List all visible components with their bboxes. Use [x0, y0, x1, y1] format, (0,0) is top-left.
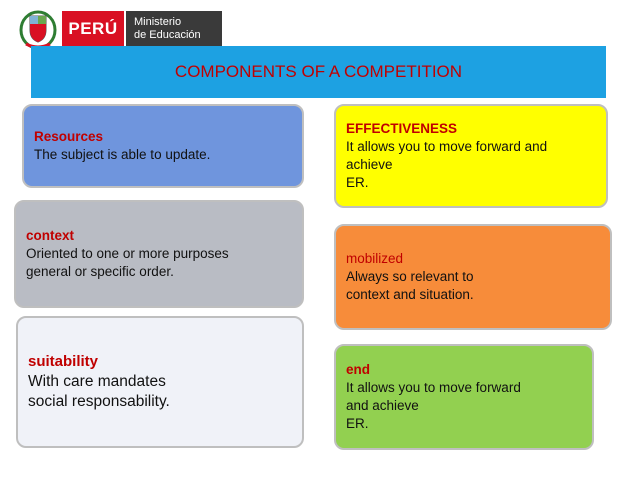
country-label: PERÚ: [62, 11, 124, 47]
box-effectiveness: EFFECTIVENESS It allows you to move forw…: [334, 104, 608, 208]
box-heading: Resources: [34, 129, 104, 144]
box-context: context Oriented to one or more purposes…: [14, 200, 304, 308]
header-logo: PERÚ Ministerio de Educación: [18, 8, 222, 50]
box-resources: Resources The subject is able to update.: [22, 104, 304, 188]
box-text: Always so relevant to context and situat…: [346, 269, 474, 302]
box-heading: EFFECTIVENESS: [346, 121, 458, 136]
box-text: It allows you to move forward and achiev…: [346, 139, 548, 190]
title-banner: COMPONENTS OF A COMPETITION: [31, 46, 606, 98]
box-heading: context: [26, 228, 75, 243]
box-heading: mobilized: [346, 251, 404, 266]
ministry-line1: Ministerio: [134, 16, 182, 28]
box-end: end It allows you to move forward and ac…: [334, 344, 594, 450]
coat-of-arms-icon: [19, 10, 57, 50]
box-suitability: suitability With care mandates social re…: [16, 316, 304, 448]
box-text: The subject is able to update.: [34, 147, 211, 162]
box-heading: suitability: [28, 353, 99, 370]
ministry-label: Ministerio de Educación: [126, 11, 222, 47]
box-heading: end: [346, 362, 371, 377]
ministry-line2: de Educación: [134, 29, 201, 41]
box-text: With care mandates social responsability…: [28, 373, 170, 410]
page-title: COMPONENTS OF A COMPETITION: [174, 62, 463, 81]
box-text: Oriented to one or more purposes general…: [26, 246, 229, 279]
box-text: It allows you to move forward and achiev…: [346, 380, 521, 431]
box-mobilized: mobilized Always so relevant to context …: [334, 224, 612, 330]
